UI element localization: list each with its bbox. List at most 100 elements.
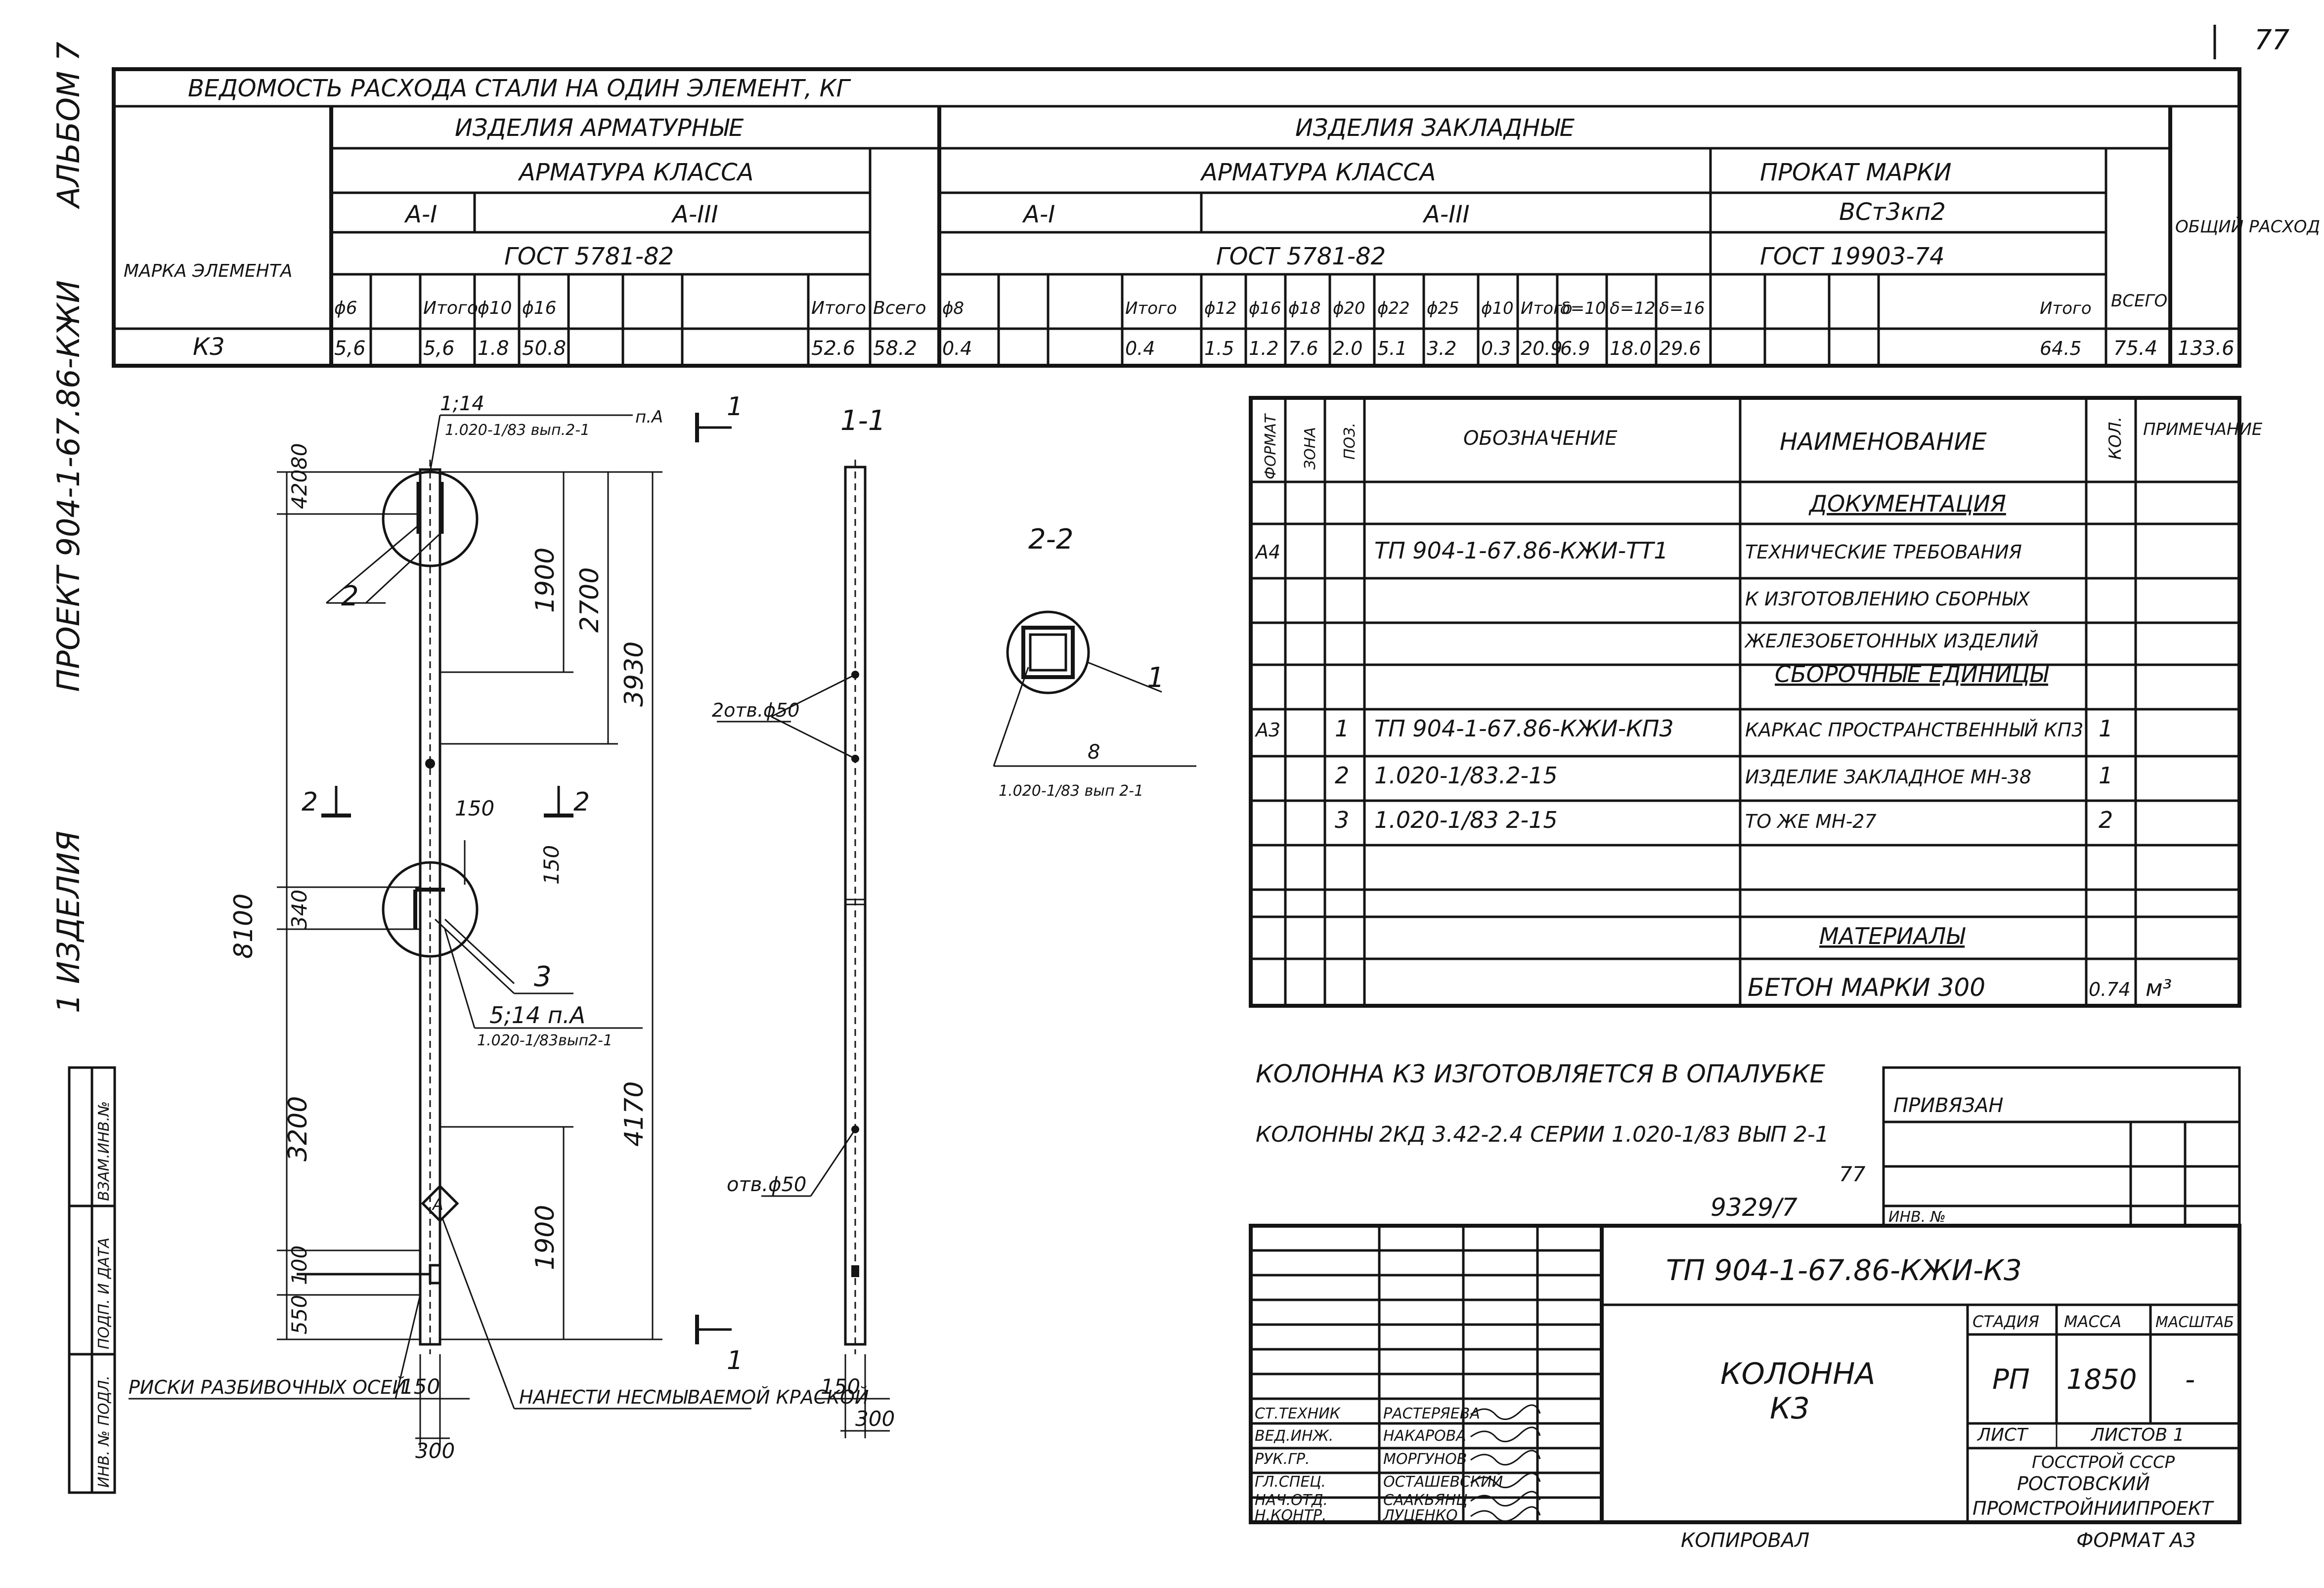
scale-label: МАСШТАБ xyxy=(2155,1314,2234,1331)
mass-label: МАССА xyxy=(2064,1312,2121,1331)
signer-name: НАКАРОВА xyxy=(1383,1427,1466,1445)
emb-col-header: δ=12 xyxy=(1610,299,1656,318)
emb-col-header: Итого xyxy=(2040,299,2092,318)
dim-150-bottom: 150 xyxy=(400,1374,440,1399)
spec-section-docs: ДОКУМЕНТАЦИЯ xyxy=(1808,490,2006,517)
signature xyxy=(1470,1450,1541,1465)
detail-mid-doc: 1.020-1/83вып2-1 xyxy=(477,1032,613,1049)
spec-row-name: К ИЗГОТОВЛЕНИЮ СБОРНЫХ xyxy=(1745,588,2030,610)
spec-row-name: ТЕХНИЧЕСКИЕ ТРЕБОВАНИЯ xyxy=(1745,541,2022,563)
name-line-2: К3 xyxy=(1770,1391,1810,1426)
reinf-col-header: Всего xyxy=(873,298,926,318)
signer-role: ГЛ.СПЕЦ. xyxy=(1255,1473,1326,1491)
emb-col-header: ϕ18 xyxy=(1288,299,1321,318)
reinf-class-header: АРМАТУРА КЛАССА xyxy=(518,159,754,186)
signature xyxy=(1470,1472,1541,1488)
name-line-1: КОЛОННА xyxy=(1720,1357,1875,1391)
emb-col-header: δ=16 xyxy=(1659,299,1705,318)
section-2-2-view: 2-2 1 8 1.020-1/83 вып 2-1 xyxy=(993,523,1196,800)
signer-name: ЛУЦЕНКО xyxy=(1383,1507,1458,1524)
spec-h-qty: КОЛ. xyxy=(2105,417,2125,460)
signer-name: ОСТАШЕВСКИЙ xyxy=(1383,1473,1503,1491)
mass-value: 1850 xyxy=(2066,1364,2137,1396)
emb-col-header: δ=10 xyxy=(1560,299,1606,318)
emb-col-header: ϕ12 xyxy=(1204,299,1237,318)
note-line-2: КОЛОННЫ 2КД 3.42-2.4 СЕРИИ 1.020-1/83 ВЫ… xyxy=(1256,1122,1829,1147)
loop-socket xyxy=(429,1264,441,1285)
material-qty: 0.74 xyxy=(2089,979,2131,1000)
spec-row-name: КАРКАС ПРОСТРАНСТВЕННЫЙ КП3 xyxy=(1745,719,2083,741)
column-elevation: А 8100 420 80 340 3200 550 100 1900 2700… xyxy=(129,392,869,1463)
album-part-label: 1 ИЗДЕЛИЯ xyxy=(50,831,87,1013)
reinf-col-header: ϕ6 xyxy=(334,298,357,318)
spec-row-designation: ТП 904-1-67.86-КЖИ-КП3 xyxy=(1374,715,1674,742)
side-field-replace: ВЗАМ.ИНВ.№ xyxy=(95,1101,113,1201)
mark-diamond xyxy=(421,1184,459,1223)
group-embedded: ИЗДЕЛИЯ ЗАКЛАДНЫЕ xyxy=(1295,114,1575,142)
material-name: БЕТОН МАРКИ 300 xyxy=(1748,973,1985,1002)
dim-150-section: 150 xyxy=(821,1374,860,1399)
grand-total-header: ОБЩИЙ РАСХОД xyxy=(2175,216,2320,237)
emb-col-value: 64.5 xyxy=(2040,338,2082,359)
spec-row-name: ИЗДЕЛИЕ ЗАКЛАДНОЕ МН-38 xyxy=(1745,766,2031,788)
cut-2-left: 2 xyxy=(302,787,318,817)
spec-section-materials: МАТЕРИАЛЫ xyxy=(1819,923,1966,949)
section-ref: 8 xyxy=(1088,741,1100,764)
dim-1900-top: 1900 xyxy=(530,548,560,613)
spec-row-format: А3 xyxy=(1254,719,1280,741)
org-line-3: ПРОМСТРОЙНИИПРОЕКТ xyxy=(1973,1498,2214,1519)
signer-role: НАЧ.ОТД. xyxy=(1255,1492,1328,1509)
emb-class-header: АРМАТУРА КЛАССА xyxy=(1200,159,1436,186)
emb-gost: ГОСТ 5781-82 xyxy=(1216,243,1386,270)
center-mark xyxy=(425,759,435,769)
spec-row-designation: ТП 904-1-67.86-КЖИ-ТТ1 xyxy=(1374,537,1668,564)
reinf-class-a1: А-I xyxy=(404,201,437,228)
detail-circle-mid xyxy=(382,861,479,958)
emb-col-value: 20.9 xyxy=(1521,338,1563,359)
stage-value: РП xyxy=(1992,1364,2030,1396)
spec-row-qty: 1 xyxy=(2099,715,2113,742)
emb-col-header: Итого xyxy=(1521,299,1573,318)
side-strip: АЛЬБОМ 7 ПРОЕКТ 904-1-67.86-КЖИ 1 ИЗДЕЛИ… xyxy=(50,42,116,1494)
spec-table: ФОРМАТ ЗОНА ПОЗ. ОБОЗНАЧЕНИЕ НАИМЕНОВАНИ… xyxy=(1249,396,2263,1008)
cut-1-bottom: 1 xyxy=(727,1346,743,1375)
reinf-col-value: 50.8 xyxy=(522,337,566,360)
detail-top-doc: 1.020-1/83 вып.2-1 xyxy=(445,422,590,439)
dim-150-top: 150 xyxy=(455,796,494,820)
signer-role: Н.КОНТР. xyxy=(1255,1507,1327,1524)
grand-total-value: 133.6 xyxy=(2178,337,2235,360)
signature xyxy=(1470,1491,1541,1506)
signer-name: МОРГУНОВ xyxy=(1383,1451,1467,1468)
org-line-2: РОСТОВСКИЙ xyxy=(2017,1473,2150,1495)
pos-2-label: 2 xyxy=(341,580,359,612)
section-2-2-outer xyxy=(1021,626,1075,679)
emb-col-header: ϕ22 xyxy=(1377,299,1410,318)
emb-class-a3: А-III xyxy=(1422,201,1470,228)
spec-row-pos: 3 xyxy=(1335,807,1349,833)
reinf-class-a3: А-III xyxy=(671,201,718,228)
binding-box: ПРИВЯЗАН ИНВ. № xyxy=(1882,1066,2241,1227)
detail-mid-ref: 5;14 п.А xyxy=(489,1002,585,1029)
copied-label: КОПИРОВАЛ xyxy=(1681,1529,1809,1552)
steel-table-title: ВЕДОМОСТЬ РАСХОДА СТАЛИ НА ОДИН ЭЛЕМЕНТ,… xyxy=(188,75,851,102)
signer-role: СТ.ТЕХНИК xyxy=(1255,1405,1341,1422)
org-line-1: ГОССТРОЙ СССР xyxy=(2032,1452,2175,1472)
spec-row-designation: 1.020-1/83.2-15 xyxy=(1374,762,1558,789)
signer-role: РУК.ГР. xyxy=(1255,1451,1310,1468)
spec-row-qty: 2 xyxy=(2099,807,2113,833)
side-field-inv: ИНВ. № ПОДЛ. xyxy=(95,1375,113,1488)
emb-col-header: ϕ10 xyxy=(1481,299,1514,318)
spec-h-name: НАИМЕНОВАНИЕ xyxy=(1780,428,1987,456)
emb-col-value: 6.9 xyxy=(1560,338,1590,359)
hole-label: отв.ϕ50 xyxy=(727,1173,806,1196)
dim-300: 300 xyxy=(415,1439,455,1463)
signer-role: ВЕД.ИНЖ. xyxy=(1255,1427,1333,1445)
emb-col-value: 0.3 xyxy=(1481,338,1511,359)
scale-value: - xyxy=(2185,1364,2195,1396)
emb-col-header: ϕ8 xyxy=(942,299,964,318)
signature xyxy=(1470,1506,1541,1522)
archive-number: 9329/7 xyxy=(1710,1193,1798,1222)
dim-300-section: 300 xyxy=(855,1407,895,1431)
signature xyxy=(1470,1426,1541,1442)
